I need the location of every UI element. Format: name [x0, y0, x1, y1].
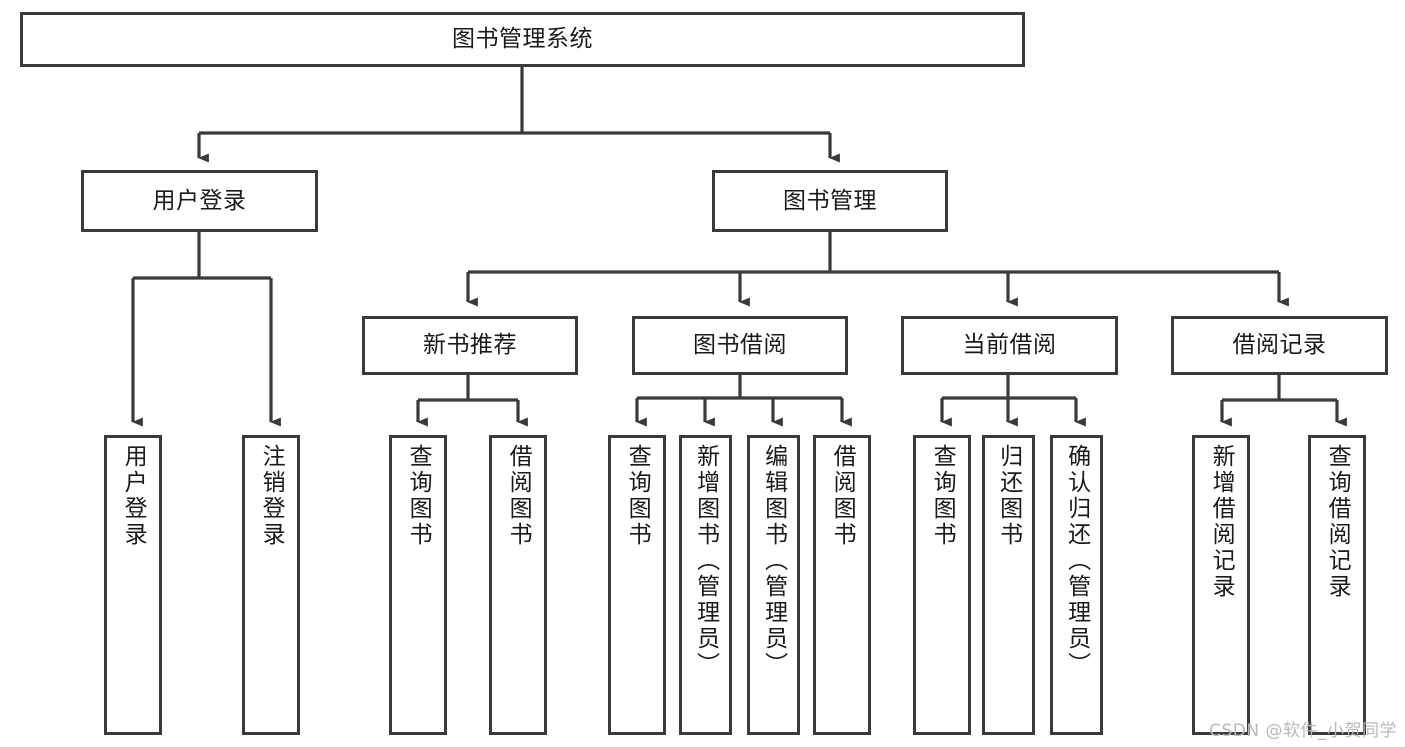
leaf-label: 编辑图书（管理员） — [760, 444, 787, 678]
node-label: 图书管理 — [783, 187, 877, 214]
leaf-label: 注销登录 — [258, 444, 285, 548]
node-label: 用户登录 — [152, 187, 247, 214]
leaf-add-borrowing-record[interactable]: 新增借阅记录 — [1192, 435, 1250, 735]
node-label: 图书借阅 — [693, 332, 787, 358]
leaf-user-login[interactable]: 用户登录 — [104, 435, 162, 735]
leaf-logout[interactable]: 注销登录 — [242, 435, 300, 735]
node-user-login[interactable]: 用户登录 — [81, 170, 318, 232]
watermark-text: CSDN @软件_小贺同学 — [1209, 721, 1397, 741]
leaf-query-books-current[interactable]: 查询图书 — [913, 435, 971, 735]
leaf-label: 新增借阅记录 — [1208, 444, 1235, 600]
leaf-add-book-admin[interactable]: 新增图书（管理员） — [679, 435, 732, 735]
leaf-label: 归还图书 — [995, 444, 1022, 548]
node-new-book-recommendation[interactable]: 新书推荐 — [362, 316, 578, 375]
leaf-label: 查询图书 — [405, 444, 432, 548]
node-borrowing-records[interactable]: 借阅记录 — [1171, 316, 1388, 375]
leaf-return-books[interactable]: 归还图书 — [982, 435, 1035, 735]
leaf-query-books-borrowing[interactable]: 查询图书 — [608, 435, 666, 735]
leaf-borrow-books-borrowing[interactable]: 借阅图书 — [813, 435, 871, 735]
leaf-label: 借阅图书 — [505, 444, 532, 548]
leaf-label: 用户登录 — [120, 444, 147, 548]
node-root-book-management-system[interactable]: 图书管理系统 — [20, 12, 1025, 67]
leaf-label: 查询借阅记录 — [1324, 444, 1351, 600]
leaf-label: 查询图书 — [929, 444, 956, 548]
leaf-label: 新增图书（管理员） — [692, 444, 719, 678]
leaf-borrow-books-recommendation[interactable]: 借阅图书 — [489, 435, 547, 735]
leaf-label: 借阅图书 — [829, 444, 856, 548]
leaf-query-books-recommendation[interactable]: 查询图书 — [389, 435, 447, 735]
leaf-label: 确认归还（管理员） — [1063, 444, 1090, 678]
leaf-edit-book-admin[interactable]: 编辑图书（管理员） — [747, 435, 800, 735]
leaf-confirm-return-admin[interactable]: 确认归还（管理员） — [1050, 435, 1103, 735]
leaf-label: 查询图书 — [624, 444, 651, 548]
node-label: 借阅记录 — [1232, 332, 1327, 358]
node-label: 新书推荐 — [423, 332, 517, 358]
node-book-borrowing[interactable]: 图书借阅 — [632, 316, 848, 375]
node-current-borrowing[interactable]: 当前借阅 — [901, 316, 1118, 375]
leaf-query-borrowing-record[interactable]: 查询借阅记录 — [1308, 435, 1366, 735]
node-label: 图书管理系统 — [452, 26, 593, 52]
node-book-management[interactable]: 图书管理 — [712, 170, 948, 232]
node-label: 当前借阅 — [962, 332, 1057, 358]
